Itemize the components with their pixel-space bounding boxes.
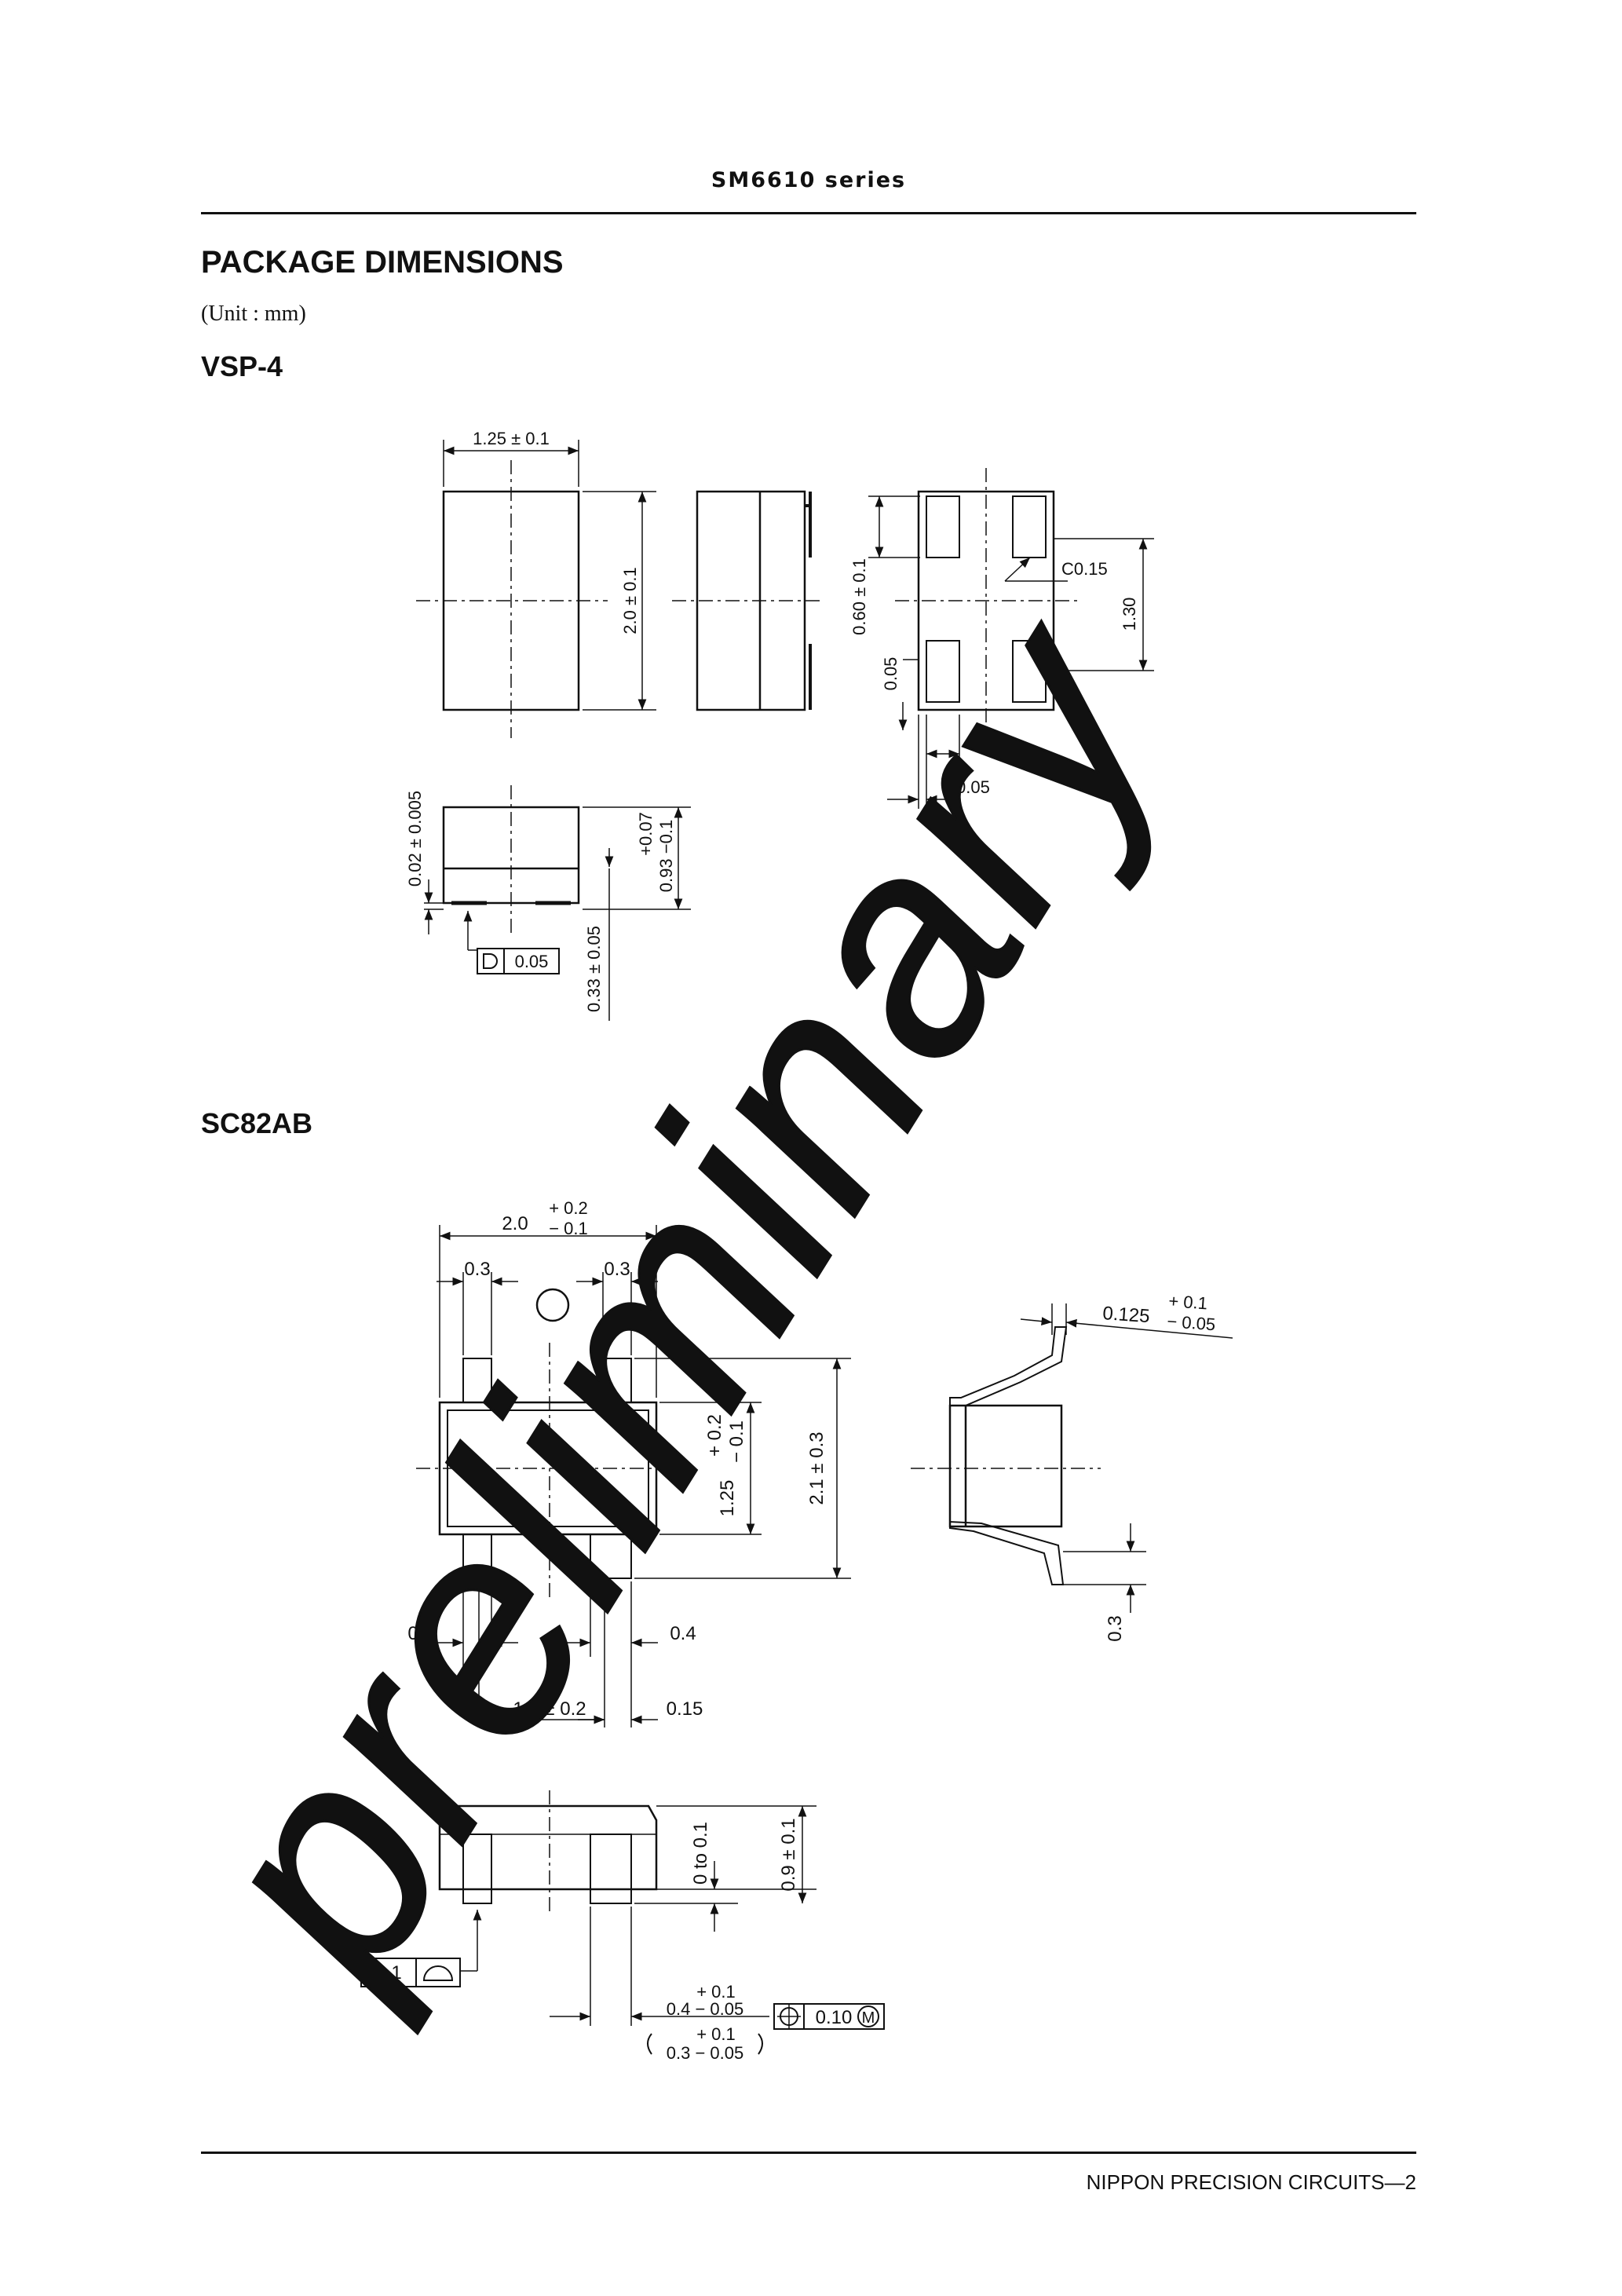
sc82ab-dim-lead-thk: 0.125	[1102, 1303, 1151, 1327]
vsp4-dim-pad-pitch: 0.60 ± 0.1	[849, 558, 869, 635]
sc82ab-dim-pad-left: 0.3	[407, 1623, 433, 1644]
sc82ab-front-lead	[590, 1834, 632, 1904]
sc82ab-mmc-symbol: M	[862, 2009, 875, 2027]
vsp4-drawing	[416, 440, 1154, 1021]
sc82ab-dim-lead-w2-plus: + 0.1	[696, 2024, 736, 2044]
sc82ab-dim-lead-w1: 0.4 − 0.05	[667, 1999, 743, 2019]
sc82ab-dim-offset: 0.15	[667, 1698, 703, 1720]
sc82ab-dim-height: 0.9 ± 0.1	[778, 1818, 799, 1891]
sc82ab-front-lead	[462, 1834, 492, 1904]
vsp4-pad	[926, 495, 960, 558]
sc82ab-dim-lead-thk-plus: + 0.1	[1168, 1291, 1208, 1313]
sc82ab-lead	[462, 1358, 492, 1403]
vsp4-dim-standoff: 0.02 ± 0.005	[405, 791, 425, 887]
unit-note: (Unit : mm)	[201, 302, 306, 326]
sc82ab-dim-lead-thk-minus: − 0.05	[1167, 1311, 1216, 1334]
sc82ab-lead	[462, 1534, 492, 1579]
sc82ab-dim-lead-w1-plus: + 0.1	[696, 1982, 736, 2002]
vsp4-title: VSP-4	[201, 350, 283, 382]
preliminary-watermark: preliminary	[135, 558, 1233, 2037]
sc82ab-front-view	[438, 1804, 658, 1891]
sc82ab-lead	[590, 1534, 632, 1579]
footer-text: NIPPON PRECISION CIRCUITS—2	[1086, 2170, 1416, 2194]
sc82ab-side-view	[948, 1404, 1063, 1528]
footer-rule	[201, 2152, 1416, 2154]
vsp4-dim-pad-gap: 0.05	[881, 657, 901, 691]
vsp4-flatness-frame	[477, 948, 560, 974]
sc82ab-title: SC82AB	[201, 1107, 313, 1139]
sc82ab-position-tol: 0.10	[816, 2007, 853, 2028]
sc82ab-dim-flatness: 0.1	[375, 1962, 401, 1983]
running-header: SM6610 series	[711, 168, 907, 192]
vsp4-dim-pad-width: 0.3	[979, 732, 1003, 751]
sc82ab-dim-pitch: 1.3 ± 0.2	[513, 1698, 586, 1720]
vsp4-dim-width: 1.25 ± 0.1	[473, 429, 550, 448]
vsp4-dim-height: 0.93 −0.1	[656, 820, 676, 892]
sc82ab-dim-lead-right: 0.3	[604, 1259, 630, 1280]
sc82ab-dim-lead-left: 0.3	[464, 1259, 490, 1280]
vsp4-labels: 1.25 ± 0.1 2.0 ± 0.1 0.60 ± 0.1 0.05 C0.…	[405, 429, 1139, 1012]
vsp4-dim-flatness: 0.05	[515, 952, 549, 971]
sc82ab-dim-pad-right: 0.4	[670, 1623, 696, 1644]
sc82ab-dim-body-minus: − 0.1	[726, 1420, 747, 1463]
vsp4-dim-length: 2.0 ± 0.1	[620, 567, 640, 634]
sc82ab-dim-width: 2.0	[502, 1213, 528, 1234]
section-title: PACKAGE DIMENSIONS	[201, 245, 564, 280]
sc82ab-labels: 2.0 + 0.2 − 0.1 0.3 0.3 + 0.2 1.25 − 0.1…	[375, 1198, 1216, 2063]
sc82ab-flatness-frame	[360, 1958, 461, 1987]
sc82ab-drawing	[360, 1225, 1233, 2055]
sc82ab-dim-standoff: 0 to 0.1	[690, 1822, 711, 1885]
header-rule	[201, 212, 1416, 214]
vsp4-pad	[1012, 640, 1047, 703]
sc82ab-dim-foot: 0.3	[1105, 1615, 1126, 1641]
sc82ab-dim-lead-w2: 0.3 − 0.05	[667, 2043, 743, 2063]
sc82ab-dim-width-plus: + 0.2	[549, 1198, 588, 1218]
sc82ab-dim-body: 1.25	[717, 1480, 738, 1517]
vsp4-dim-height-tol: +0.07	[636, 812, 656, 856]
vsp4-dim-chamfer: C0.15	[1061, 559, 1108, 579]
vsp4-dim-edge: 0.05	[956, 777, 990, 797]
sc82ab-dim-overall: 2.1 ± 0.3	[806, 1431, 827, 1504]
vsp4-dim-pad-span: 1.30	[1120, 598, 1139, 631]
vsp4-side-view	[696, 490, 806, 711]
sc82ab-lead	[602, 1358, 632, 1403]
vsp4-dim-body: 0.33 ± 0.05	[584, 926, 604, 1012]
vsp4-pad	[1012, 495, 1047, 558]
sc82ab-position-frame	[773, 2003, 885, 2030]
sc82ab-dim-body-plus: + 0.2	[704, 1414, 725, 1457]
vsp4-pad	[926, 640, 960, 703]
sc82ab-dim-width-minus: − 0.1	[549, 1219, 588, 1238]
